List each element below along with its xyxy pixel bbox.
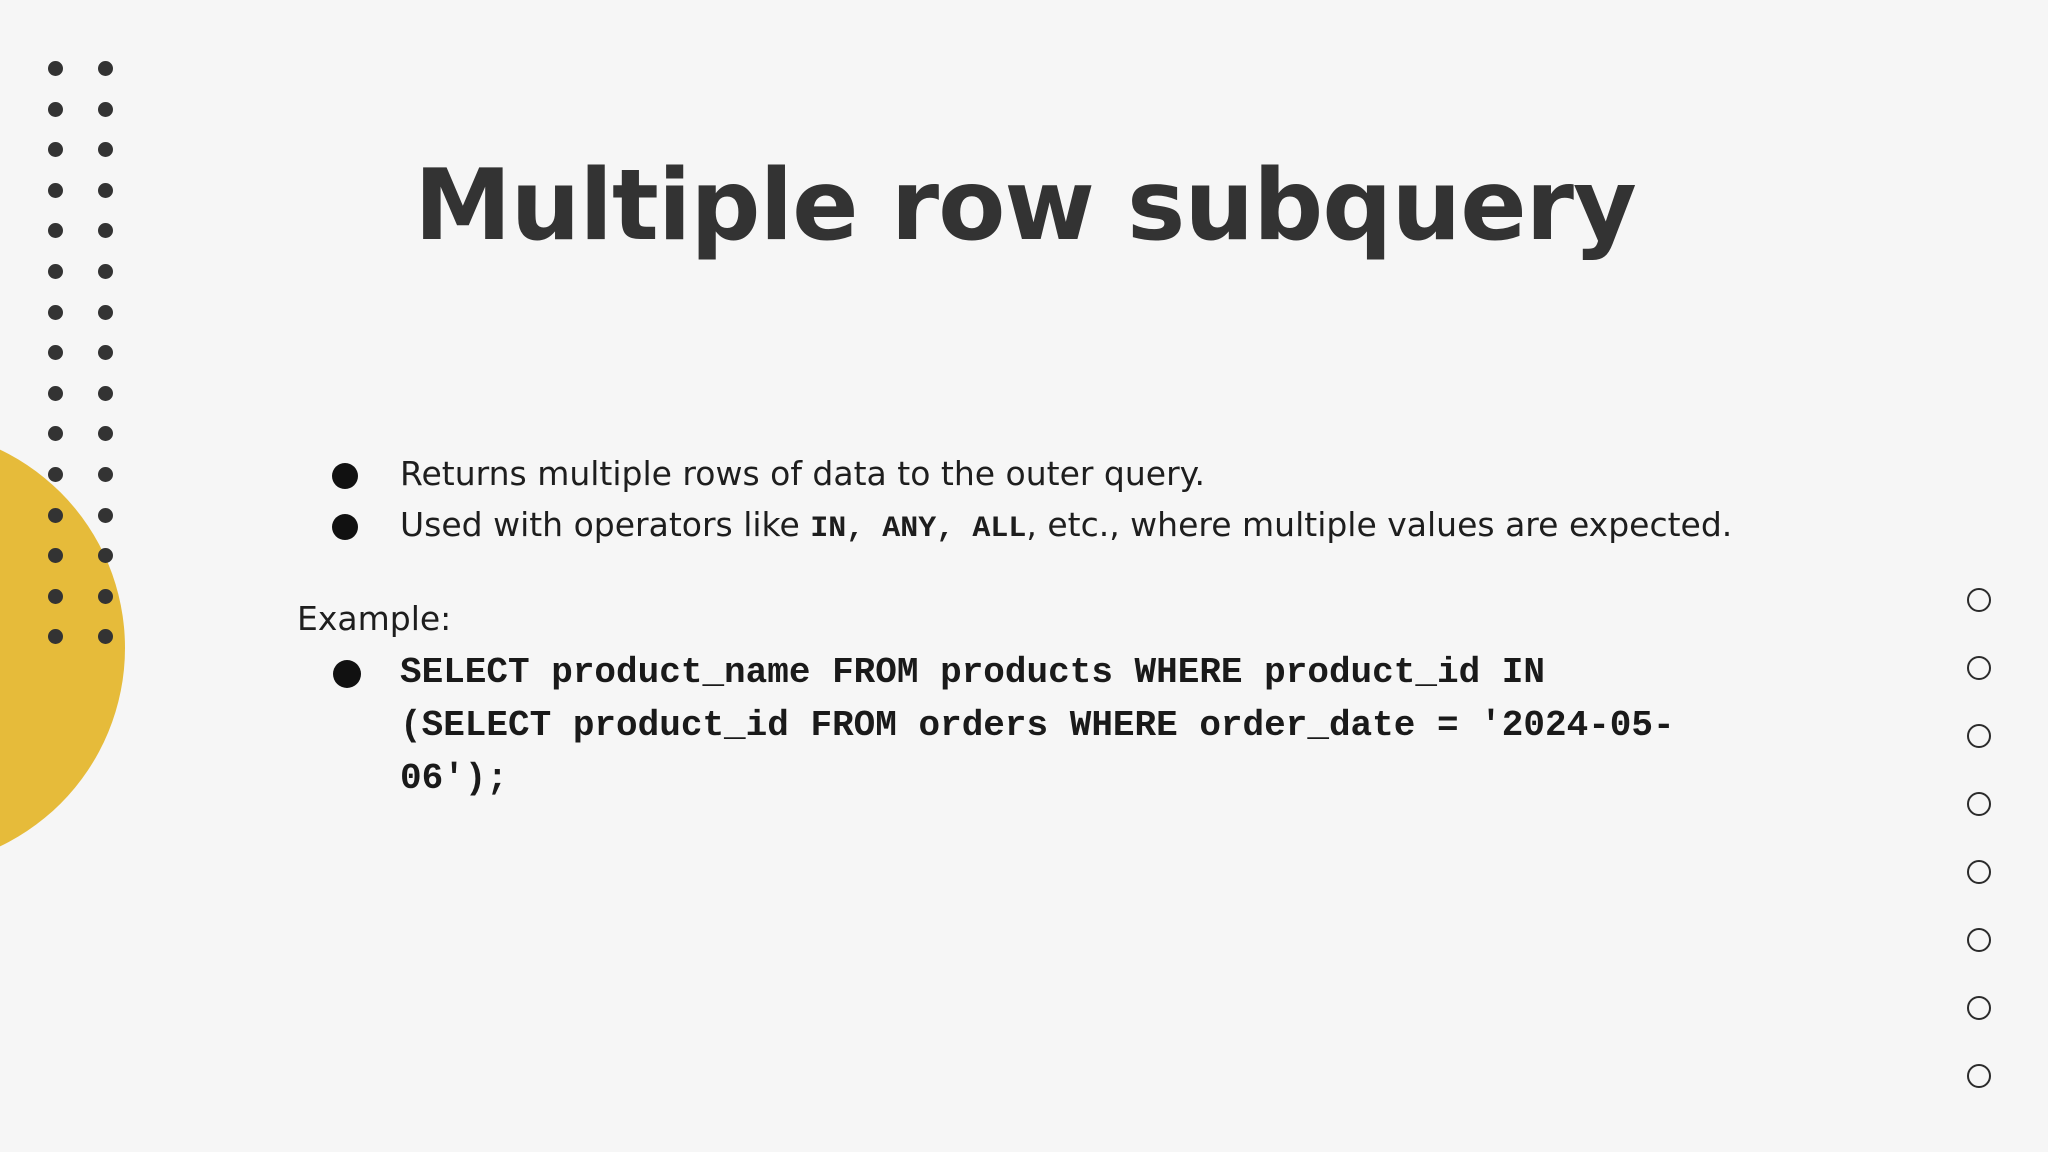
grid-dot	[98, 426, 113, 442]
grid-dot	[98, 223, 113, 239]
grid-dot	[98, 467, 113, 482]
bullet-text-prefix: Used with operators like	[400, 505, 811, 544]
grid-dot	[48, 101, 63, 117]
grid-dot	[48, 61, 63, 76]
ring-icon	[1967, 724, 1991, 748]
grid-dot	[98, 142, 113, 158]
operator-separator: ,	[936, 512, 973, 546]
grid-dot	[98, 345, 113, 361]
dot-grid-decoration	[0, 0, 140, 660]
grid-dot	[48, 385, 63, 401]
ring-icon	[1967, 996, 1991, 1020]
grid-dot	[98, 507, 113, 523]
grid-dot	[48, 588, 63, 604]
bullet-text-suffix: , etc., where multiple values are expect…	[1026, 505, 1733, 544]
bullet-item: Used with operators like IN, ANY, ALL, e…	[330, 499, 1890, 555]
grid-dot	[48, 629, 63, 645]
bullet-item: Returns multiple rows of data to the out…	[330, 448, 1890, 499]
code-example-item: SELECT product_name FROM products WHERE …	[330, 646, 1860, 805]
code-line-2: (SELECT product_id FROM orders WHERE ord…	[400, 705, 1675, 746]
ring-icon	[1967, 656, 1991, 680]
grid-dot	[98, 588, 113, 604]
grid-dot	[98, 548, 113, 564]
example-label: Example:	[297, 599, 452, 638]
grid-dot	[98, 182, 113, 198]
grid-dot	[98, 385, 113, 401]
grid-dot	[48, 182, 63, 198]
operator-separator: ,	[846, 512, 883, 546]
bullet-icon	[332, 463, 358, 489]
ring-column-decoration	[1967, 588, 1997, 1098]
grid-dot	[98, 101, 113, 117]
ring-icon	[1967, 928, 1991, 952]
operator-in: IN	[810, 512, 847, 546]
grid-dot	[98, 629, 113, 645]
ring-icon	[1967, 792, 1991, 816]
ring-icon	[1967, 588, 1991, 612]
bullet-icon	[333, 660, 361, 688]
code-line-1: SELECT product_name FROM products WHERE …	[400, 652, 1545, 693]
grid-dot	[48, 223, 63, 239]
grid-dot	[48, 345, 63, 361]
grid-dot	[48, 548, 63, 564]
ring-icon	[1967, 860, 1991, 884]
bullet-icon	[332, 514, 358, 540]
slide-title: Multiple row subquery	[414, 149, 1637, 263]
grid-dot	[48, 264, 63, 279]
operator-any: ANY	[882, 512, 937, 546]
grid-dot	[98, 264, 113, 279]
grid-dot	[48, 467, 63, 482]
grid-dot	[48, 142, 63, 158]
grid-dot	[98, 61, 113, 76]
ring-icon	[1967, 1064, 1991, 1088]
grid-dot	[98, 304, 113, 320]
grid-dot	[48, 426, 63, 442]
bullet-text: Returns multiple rows of data to the out…	[400, 454, 1205, 493]
code-line-3: 06');	[400, 758, 509, 799]
grid-dot	[48, 507, 63, 523]
grid-dot	[48, 304, 63, 320]
bullet-list: Returns multiple rows of data to the out…	[330, 448, 1890, 555]
operator-all: ALL	[972, 512, 1027, 546]
